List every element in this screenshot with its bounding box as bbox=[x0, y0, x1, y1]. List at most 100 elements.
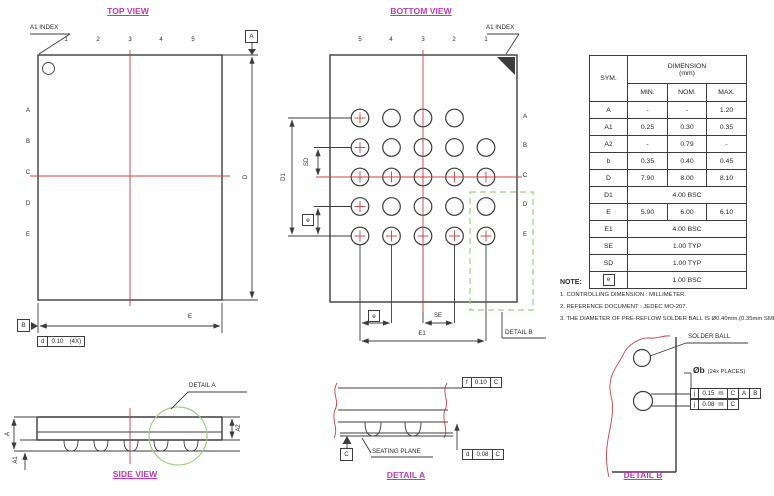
min-header: MIN. bbox=[627, 83, 668, 102]
solder-ball-detail bbox=[632, 348, 652, 368]
a1-index-leader bbox=[38, 33, 71, 55]
solder-ball-D1 bbox=[476, 197, 496, 216]
ball-diameter-label: Øb (24x PLACES) bbox=[693, 365, 745, 375]
span-cell: 1.00 TYP bbox=[626, 237, 748, 255]
detail-b-callout: DETAIL B bbox=[505, 329, 533, 336]
dimension-table: SYM. DIMENSION (mm) MIN. NOM. MAX. A--1.… bbox=[589, 55, 748, 289]
pitch-e-box: e bbox=[302, 214, 314, 226]
flatness-fcf: d 0.10(4X) bbox=[37, 336, 86, 347]
table-row: A2-0.79- bbox=[589, 135, 748, 153]
span-cell: 1.00 TYP bbox=[626, 254, 748, 272]
sym-cell: b bbox=[589, 152, 628, 170]
min-cell: 0.35 bbox=[627, 152, 668, 170]
fcf-value: 0.08 bbox=[472, 449, 493, 460]
detail-a-linework bbox=[333, 382, 462, 458]
ball-profile bbox=[364, 421, 382, 437]
max-cell: 1.20 bbox=[705, 101, 748, 119]
a1-index-leader bbox=[505, 33, 520, 55]
nom-cell: 0.79 bbox=[667, 135, 707, 153]
sym-cell: A bbox=[589, 101, 628, 119]
ball-diameter-symbol: Øb bbox=[693, 365, 705, 375]
datum-c-triangle bbox=[342, 436, 352, 444]
fcf-value: 0.10(4X) bbox=[47, 336, 86, 347]
dimension-label-A1: A1 bbox=[12, 456, 19, 464]
datum-c-flag: C bbox=[340, 448, 353, 461]
ball-profile bbox=[123, 439, 139, 452]
column-label: 2 bbox=[452, 37, 456, 43]
nom-cell: 0.40 bbox=[667, 152, 707, 170]
fcf-modifier: m bbox=[718, 390, 724, 397]
seating-plane-leader bbox=[361, 437, 372, 454]
row-label: A bbox=[25, 108, 30, 114]
solder-ball-label: SOLDER BALL bbox=[688, 333, 731, 340]
side-view-linework bbox=[11, 391, 247, 470]
note-item: 3. THE DIAMETER OF PRE-REFLOW SOLDER BAL… bbox=[560, 316, 774, 322]
package-outline-bottom bbox=[329, 54, 518, 303]
solder-ball-D4 bbox=[382, 197, 401, 216]
top-view-title: TOP VIEW bbox=[107, 6, 149, 16]
row-label: A bbox=[522, 114, 527, 120]
sym-cell: e bbox=[589, 271, 628, 289]
fcf-datum: C bbox=[491, 449, 504, 460]
row-label: E bbox=[522, 232, 527, 238]
fcf-value-text: 0.10 bbox=[51, 338, 64, 345]
ball-profile bbox=[153, 439, 169, 452]
table-header-row: SYM. DIMENSION (mm) bbox=[589, 55, 748, 102]
row-label: B bbox=[522, 143, 527, 149]
dimension-header-line1: DIMENSION bbox=[667, 62, 707, 70]
sym-cell: A2 bbox=[589, 135, 628, 153]
max-cell: 8.10 bbox=[705, 169, 748, 187]
datum-b-triangle bbox=[31, 322, 38, 330]
row-label: D bbox=[522, 202, 528, 208]
sym-header: SYM. bbox=[589, 55, 628, 102]
solder-ball-B1 bbox=[476, 138, 496, 157]
a1-index-triangle bbox=[497, 57, 515, 75]
max-cell: - bbox=[705, 135, 748, 153]
column-label: 5 bbox=[358, 37, 362, 43]
dimension-header: DIMENSION (mm) bbox=[626, 55, 748, 84]
fcf-datum: B bbox=[749, 388, 762, 399]
max-header: MAX. bbox=[705, 83, 748, 102]
row-label: E bbox=[25, 232, 30, 238]
sym-cell: D bbox=[589, 169, 628, 187]
dimension-label-D1: D1 bbox=[280, 173, 287, 181]
ball-places-count: (24x PLACES) bbox=[707, 369, 746, 375]
span-cell: 1.00 BSC bbox=[626, 271, 748, 289]
row-label: B bbox=[25, 139, 30, 145]
detail-b-region-box bbox=[469, 191, 534, 311]
table-row: e 1.00 BSC bbox=[589, 271, 748, 289]
dimension-label-E1: E1 bbox=[418, 331, 426, 337]
side-view-title: SIDE VIEW bbox=[112, 469, 158, 479]
break-line bbox=[333, 382, 338, 439]
column-label: 4 bbox=[159, 37, 163, 43]
note-item: 1. CONTROLLING DIMENSION : MILLIMETER. bbox=[560, 292, 687, 298]
column-label: 3 bbox=[421, 37, 425, 43]
dimension-label-E: E bbox=[187, 314, 192, 320]
max-cell: 6.10 bbox=[705, 203, 748, 221]
column-label: 4 bbox=[389, 37, 393, 43]
pitch-e-symbol: e bbox=[602, 274, 615, 286]
datum-a-flag: A bbox=[245, 30, 258, 43]
solder-ball-D2 bbox=[445, 197, 464, 216]
a1-index-label: A1 INDEX bbox=[30, 24, 59, 31]
sym-cell: E1 bbox=[589, 220, 628, 238]
min-cell: 0.25 bbox=[627, 118, 668, 136]
bottom-view-title: BOTTOM VIEW bbox=[390, 6, 452, 16]
fcf-modifier: m bbox=[718, 401, 724, 408]
min-cell: 5.90 bbox=[627, 203, 668, 221]
fcf-value-text: 0.08 bbox=[702, 401, 715, 408]
max-cell: 0.45 bbox=[705, 152, 748, 170]
solder-ball-detail bbox=[632, 390, 654, 412]
nom-cell: 8.00 bbox=[667, 169, 707, 187]
nom-cell: 0.30 bbox=[667, 118, 707, 136]
span-cell: 4.00 BSC bbox=[626, 220, 748, 238]
